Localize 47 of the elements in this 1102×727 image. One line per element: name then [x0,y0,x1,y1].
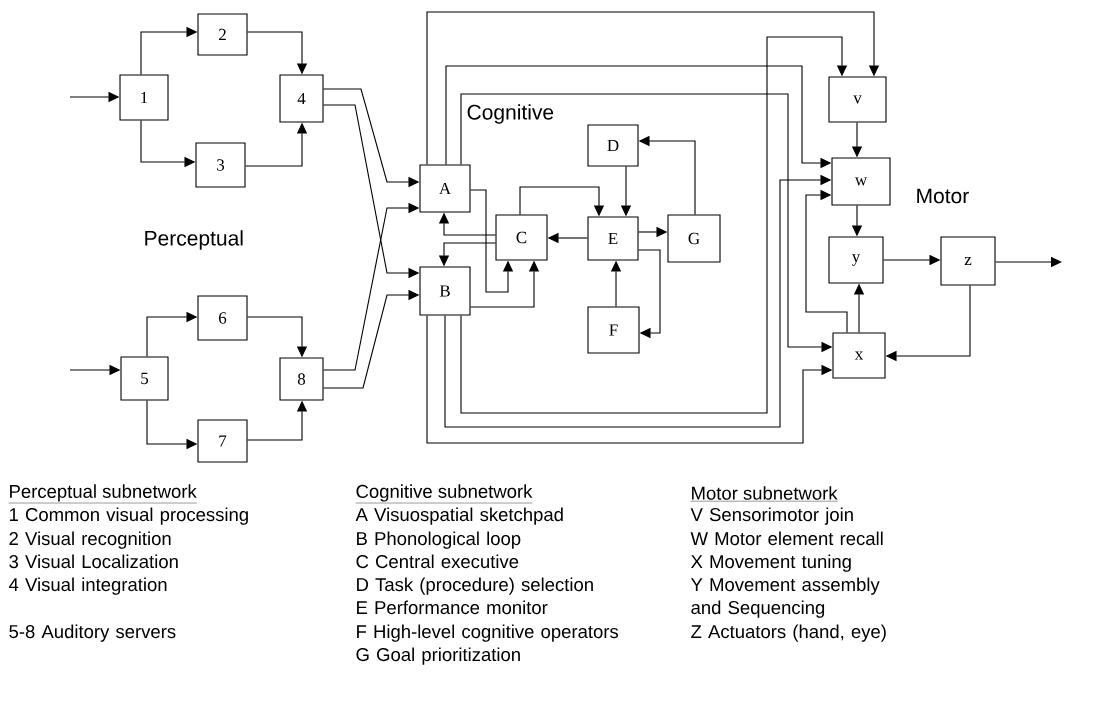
legend-entry: E Performance monitor [357,600,548,615]
arrow [426,11,880,165]
arrow [638,249,661,339]
process-box: 1 [119,74,169,121]
legend-entry: F High-level cognitive operators [357,624,619,642]
legend-entry: 5-8 Auditory servers [9,624,176,642]
section-label: Motor [917,188,969,204]
legend-entry: W Motor element recall [690,531,883,546]
section-label: Cognitive [467,104,554,124]
legend-entry: 1 Common visual processing [9,507,248,525]
arrow [460,36,848,414]
process-box: 5 [120,356,169,401]
legend-entry: Y Movement assembly and Sequencing [690,577,880,618]
column-heading: Motor subnetwork [690,486,838,502]
arrow [805,189,848,333]
process-box: F [587,306,640,354]
process-box: 3 [195,142,246,188]
legend-entry: 3 Visual Localization [9,554,178,569]
legend-entry: D Task (procedure) selection [357,577,593,595]
process-box: 7 [197,419,248,463]
process-box: y [828,236,884,284]
process-box: C [495,214,548,261]
legend-entry: Z Actuators (hand, eye) [691,624,886,642]
process-box: w [831,157,891,206]
legend-entry: A Visuospatial sketchpad [355,507,563,525]
legend-entry: 2 Visual recognition [9,531,171,549]
legend-entry: C Central executive [356,554,519,569]
process-box: D [587,124,639,167]
process-box: z [940,236,996,286]
column-heading: Cognitive subnetwork [355,484,533,504]
process-box: 8 [279,357,324,401]
process-box: 4 [279,74,324,123]
legend-entry: V Sensorimotor join [690,507,853,525]
legend-entry: 4 Visual integration [9,577,167,595]
process-box: E [587,216,639,261]
legend-entry: B Phonological loop [357,531,521,549]
column-heading: Perceptual subnetwork [8,484,197,504]
process-box: G [667,214,721,263]
process-box: x [832,332,886,379]
process-box: 2 [197,13,248,56]
process-box: A [419,164,471,213]
legend-entry: X Movement tuning [691,554,851,572]
process-box: 6 [197,295,248,341]
section-label: Perceptual [145,230,243,250]
legend-entry: G Goal prioritization [356,647,520,665]
process-box: B [419,266,471,316]
process-box: v [828,76,887,123]
